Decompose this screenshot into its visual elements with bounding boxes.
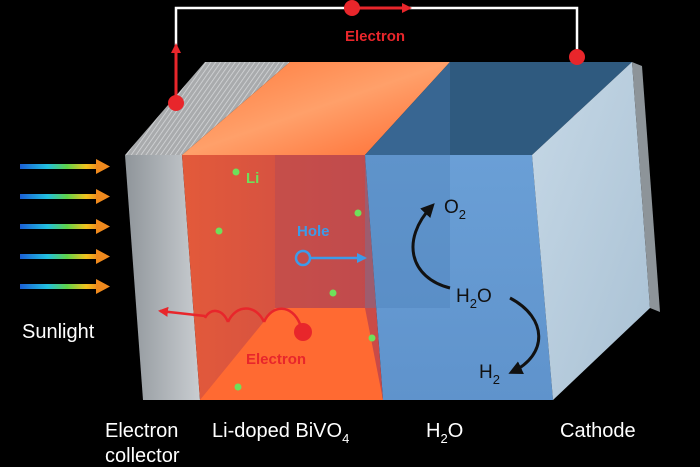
- bivo4-bottom-face: [200, 308, 383, 400]
- cathode-edge: [632, 62, 660, 312]
- sunlight-ray: [20, 189, 110, 204]
- hop-arc: [203, 309, 230, 323]
- collector-front-face: [125, 155, 200, 400]
- collector-electron-dot: [168, 95, 184, 111]
- cathode-label: Cathode: [560, 420, 636, 442]
- h2-label: H2: [479, 362, 500, 387]
- sunlight-ray: [20, 159, 110, 174]
- water-top-face: [365, 62, 632, 155]
- electron-collector-label-line1: Electron: [105, 420, 178, 442]
- sunlight-ray: [20, 219, 110, 234]
- li-dot: [354, 209, 362, 217]
- top-faces: [125, 62, 632, 155]
- electron-collector-label-line2: collector: [105, 445, 180, 467]
- cathode-electron-dot: [569, 49, 585, 65]
- hop-arc: [226, 307, 266, 323]
- h2o-reaction-label: H2O: [456, 286, 492, 311]
- oxidation-arrow: [411, 203, 451, 290]
- collector-top-face: [125, 62, 290, 155]
- o2-label: O2: [444, 197, 466, 222]
- li-dopant-dots: [215, 168, 376, 391]
- sunlight-label: Sunlight: [22, 321, 95, 343]
- electron-top-label: Electron: [345, 28, 405, 45]
- li-doped-bivo4-label: Li-doped BiVO4: [212, 420, 349, 446]
- li-label: Li: [246, 170, 259, 187]
- electron-out-arrow: [158, 306, 206, 318]
- li-dot: [234, 383, 242, 391]
- h2o-bottom-label: H2O: [426, 420, 463, 446]
- li-dot: [329, 289, 337, 297]
- front-faces: [125, 62, 660, 400]
- reduction-arrow: [508, 296, 541, 375]
- sunlight-ray: [20, 279, 110, 294]
- li-dot: [215, 227, 223, 235]
- li-dot: [368, 334, 376, 342]
- cathode-face: [532, 62, 650, 400]
- electron-inner-label: Electron: [246, 351, 306, 368]
- bivo4-top-face: [182, 62, 450, 155]
- hole-label: Hole: [297, 223, 330, 240]
- li-dot: [232, 168, 240, 176]
- sunlight-ray: [20, 249, 110, 264]
- water-front-face: [365, 155, 553, 400]
- electron-hopping: [158, 306, 312, 341]
- water-back-face: [365, 62, 450, 308]
- hole-transport: [294, 249, 367, 267]
- sunlight-rays: [20, 159, 110, 294]
- bivo4-inner-shade: [275, 155, 365, 308]
- inner-electron-dot: [294, 323, 312, 341]
- water-reaction: [411, 203, 541, 375]
- circuit-electron-dot: [344, 0, 360, 16]
- hop-arc: [262, 307, 302, 325]
